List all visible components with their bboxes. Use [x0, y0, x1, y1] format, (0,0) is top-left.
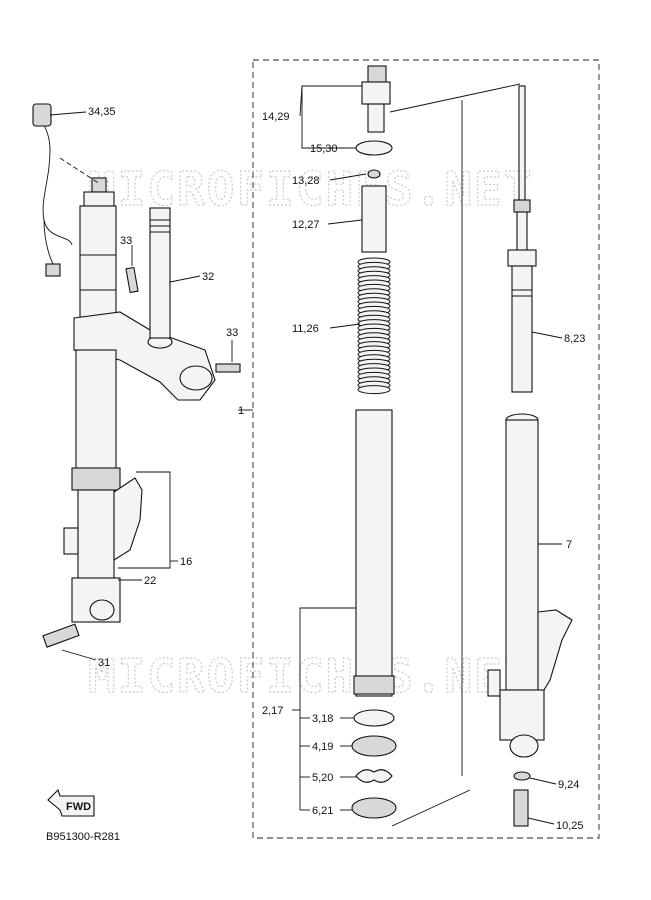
- circlip: [355, 769, 393, 783]
- callout-31: 31: [98, 657, 110, 669]
- o-ring: [355, 140, 393, 156]
- fwd-label: FWD: [66, 801, 91, 813]
- bolt-10: [513, 789, 529, 827]
- diagram-code: B951300-R281: [46, 831, 120, 843]
- callout-12-27: 12,27: [292, 219, 320, 231]
- sensor-wire: [39, 107, 73, 246]
- callout-1: 1: [238, 405, 244, 417]
- lock-nut: [367, 169, 381, 179]
- spring-coil: [357, 385, 391, 395]
- callout-16: 16: [180, 556, 192, 568]
- left-leaders: [49, 111, 253, 661]
- pinch-bolt-31: [42, 623, 80, 648]
- damper-cartridge: [511, 265, 533, 393]
- sensor-connector: [32, 103, 52, 127]
- callout-34-35: 34,35: [88, 106, 116, 118]
- outer-tube: [355, 409, 393, 697]
- wire-plug: [45, 263, 61, 277]
- callout-6-21: 6,21: [312, 805, 333, 817]
- caliper-bracket: [113, 477, 143, 561]
- inner-tube: [505, 419, 539, 691]
- bolt-33-side: [215, 363, 241, 373]
- guide-bushing: [351, 797, 397, 819]
- callout-9-24: 9,24: [558, 779, 579, 791]
- callout-33-a: 33: [120, 235, 132, 247]
- callout-7: 7: [566, 539, 572, 551]
- assembly-box: [252, 59, 600, 839]
- callout-4-19: 4,19: [312, 741, 333, 753]
- damping-adjuster: [367, 65, 387, 83]
- steering-shaft: [149, 207, 171, 339]
- internal-parts: [351, 65, 397, 819]
- callout-3-18: 3,18: [312, 713, 333, 725]
- fork-tube-middle: [75, 349, 117, 471]
- outer-tube-upper: [79, 205, 117, 327]
- fork-seal-band: [71, 467, 121, 491]
- damper-head: [507, 249, 537, 267]
- assembled-fork: [32, 103, 241, 648]
- callout-32: 32: [202, 271, 214, 283]
- damper-and-inner-tube: [487, 85, 573, 827]
- damper-rod: [518, 85, 526, 203]
- callout-labels: 34,35 33 32 33 1 16 22 31 14,29 15,30 13…: [46, 106, 585, 843]
- watermark-top: MICROFICHES.NET: [88, 162, 533, 216]
- callout-15-30: 15,30: [310, 143, 338, 155]
- callout-8-23: 8,23: [564, 333, 585, 345]
- callout-11-26: 11,26: [292, 323, 319, 335]
- callout-14-29: 14,29: [262, 111, 290, 123]
- callout-22: 22: [144, 575, 156, 587]
- fork-spring: [357, 257, 391, 395]
- inner-tube-caliper-mount: [537, 609, 573, 702]
- watermark-bottom: MICROFICHES.NET: [88, 649, 533, 703]
- inner-tube-lower: [77, 489, 115, 581]
- oil-seal: [351, 735, 397, 757]
- bolt-33-upper: [125, 266, 139, 294]
- dust-seal: [353, 709, 395, 727]
- fwd-arrow-icon: FWD: [47, 788, 95, 817]
- callout-2-17: 2,17: [262, 705, 283, 717]
- callout-13-28: 13,28: [292, 175, 320, 187]
- callout-5-20: 5,20: [312, 772, 333, 784]
- inner-tube-axle-holder: [499, 689, 545, 741]
- callout-10-25: 10,25: [556, 820, 584, 832]
- washer-9: [513, 771, 531, 781]
- spacer: [361, 185, 387, 253]
- middle-leaders: [292, 83, 521, 827]
- right-leaders: [527, 331, 563, 825]
- callout-33-b: 33: [226, 327, 238, 339]
